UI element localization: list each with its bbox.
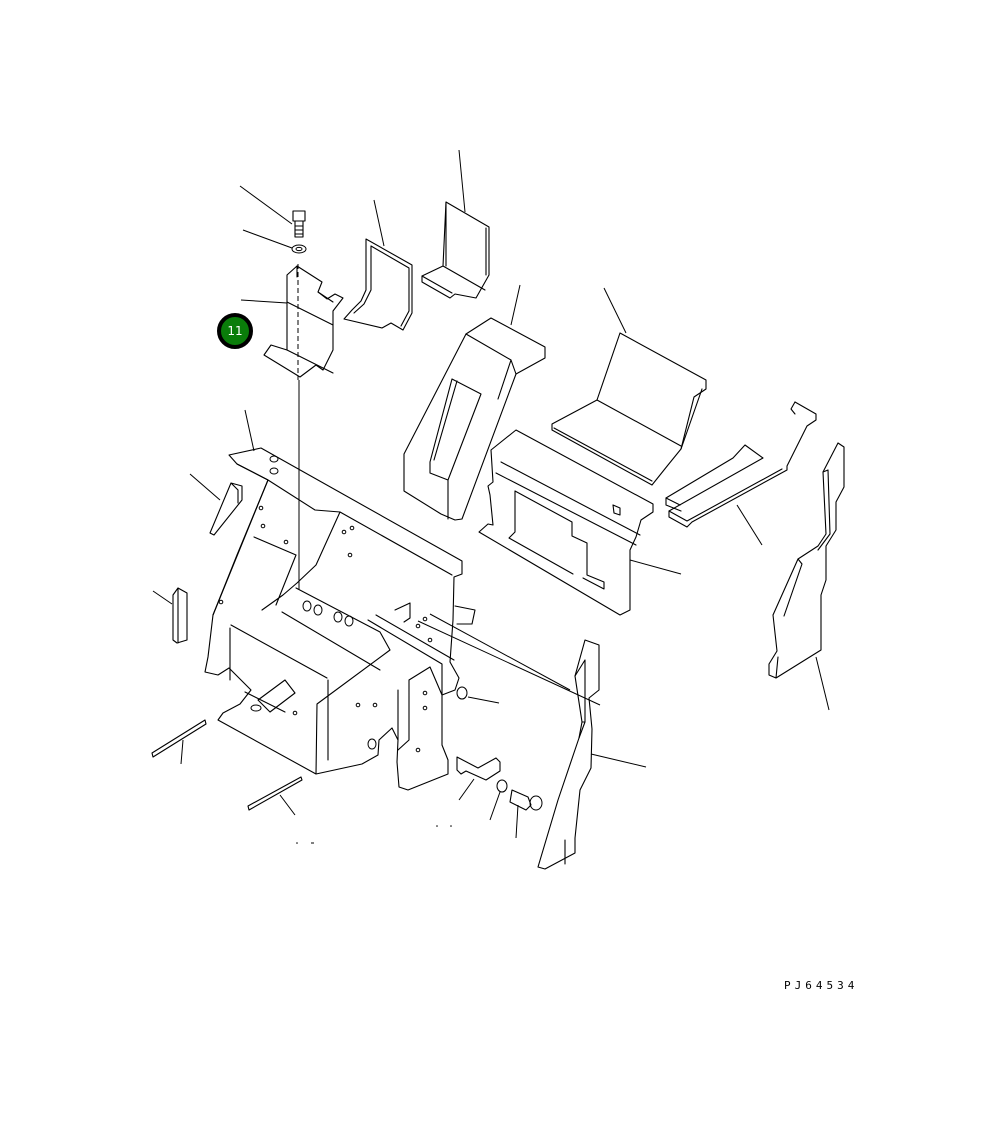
seal-strip-part-2: [247, 776, 303, 816]
pad-part-2: [152, 587, 188, 644]
bracket-part-11: [240, 264, 344, 380]
seat-pan-part: [551, 287, 707, 486]
front-panel-part: [537, 639, 647, 870]
nut-part: [456, 686, 500, 704]
clip-bracket-part: [456, 756, 501, 801]
seal-strip-part-1: [151, 719, 207, 765]
bolt-part: [239, 185, 306, 238]
callout-11[interactable]: 11: [217, 313, 253, 349]
side-plate-part: [343, 199, 413, 331]
bolt-part-2: [509, 789, 543, 839]
figure-code: PJ64534: [784, 979, 859, 992]
washer-part-2: [489, 779, 508, 821]
l-bracket-part: [421, 149, 490, 299]
side-panel-part: [768, 442, 845, 711]
main-frame-part: [204, 409, 601, 791]
console-cover-part: [403, 284, 546, 521]
rear-panel-part: [478, 429, 682, 616]
callout-11-label: 11: [227, 324, 243, 338]
pad-part-1: [189, 473, 243, 536]
floor-rail-part: [665, 401, 817, 546]
washer-part: [242, 229, 307, 254]
